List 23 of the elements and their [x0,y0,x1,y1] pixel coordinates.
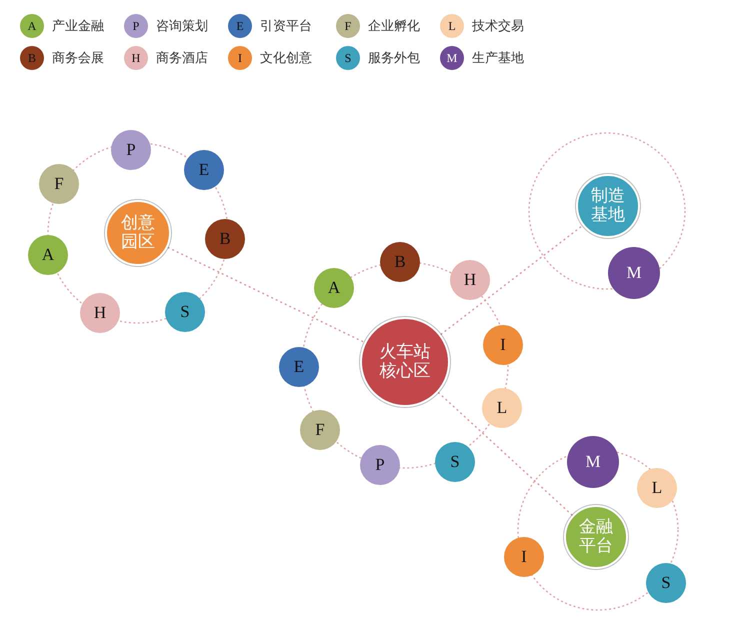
legend-letter: M [446,50,458,67]
legend-letter: E [236,18,244,35]
legend-text: 引资平台 [260,17,312,36]
dotted-connector [438,392,573,516]
legend-letter: I [238,50,242,67]
dotted-connector [167,246,365,344]
legend-letter: S [344,50,352,67]
legend-text: 技术交易 [472,17,524,36]
legend-letter: P [132,18,140,35]
legend-letter: H [132,50,140,67]
legend-text: 文化创意 [260,49,312,68]
legend-letter: F [344,18,352,35]
legend-text: 服务外包 [368,49,420,68]
legend-text: 商务会展 [52,49,104,68]
legend-text: 产业金融 [52,17,104,36]
legend-text: 商务酒店 [156,49,208,68]
legend-text: 咨询策划 [156,17,208,36]
legend-text: 生产基地 [472,49,524,68]
legend-letter: L [448,18,456,35]
dotted-connector [440,224,584,336]
legend-letter: B [28,50,36,67]
legend-letter: A [28,18,36,35]
legend-text: 企业孵化 [368,17,420,36]
